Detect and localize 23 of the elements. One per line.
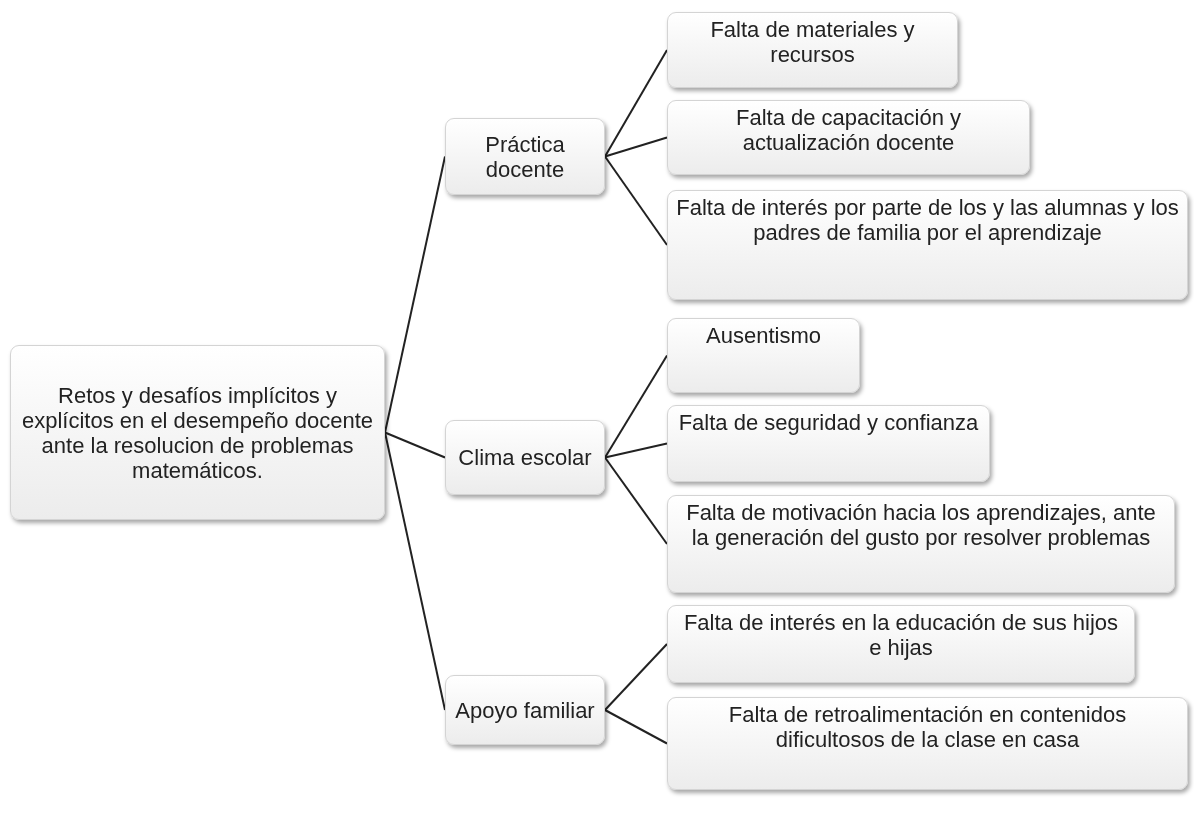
topic-box: Clima escolar [445, 420, 605, 495]
item-box: Falta de motivación hacia los aprendizajes, ante la generación del gusto por resolver problemas [667, 495, 1175, 593]
connector-line [384, 155, 446, 434]
connector-line [604, 456, 668, 545]
connector-line [384, 431, 446, 711]
item-box: Falta de interés por parte de los y las alumnas y los padres de familia por el aprendizaje [667, 190, 1188, 300]
item-box: Falta de materiales y recursos [667, 12, 958, 88]
topic-box: Práctica docente [445, 118, 605, 195]
item-box: Ausentismo [667, 318, 860, 393]
connector-line [604, 709, 668, 745]
topic-box: Retos y desafíos implícitos y explícitos en el desempeño docente ante la resolucion de problemas matemáticos. [10, 345, 385, 520]
connector-line [604, 354, 668, 459]
item-box: Falta de capacitación y actualización docente [667, 100, 1030, 175]
connector-line [384, 431, 446, 459]
connector-line [604, 442, 668, 459]
topic-box: Apoyo familiar [445, 675, 605, 745]
connector-line [604, 49, 668, 158]
item-box: Falta de retroalimentación en contenidos dificultosos de la clase en casa [667, 697, 1188, 790]
connector-line [604, 643, 668, 711]
item-box: Falta de interés en la educación de sus hijos e hijas [667, 605, 1135, 683]
connector-line [604, 136, 668, 158]
connector-line [604, 155, 668, 246]
item-box: Falta de seguridad y confianza [667, 405, 990, 482]
